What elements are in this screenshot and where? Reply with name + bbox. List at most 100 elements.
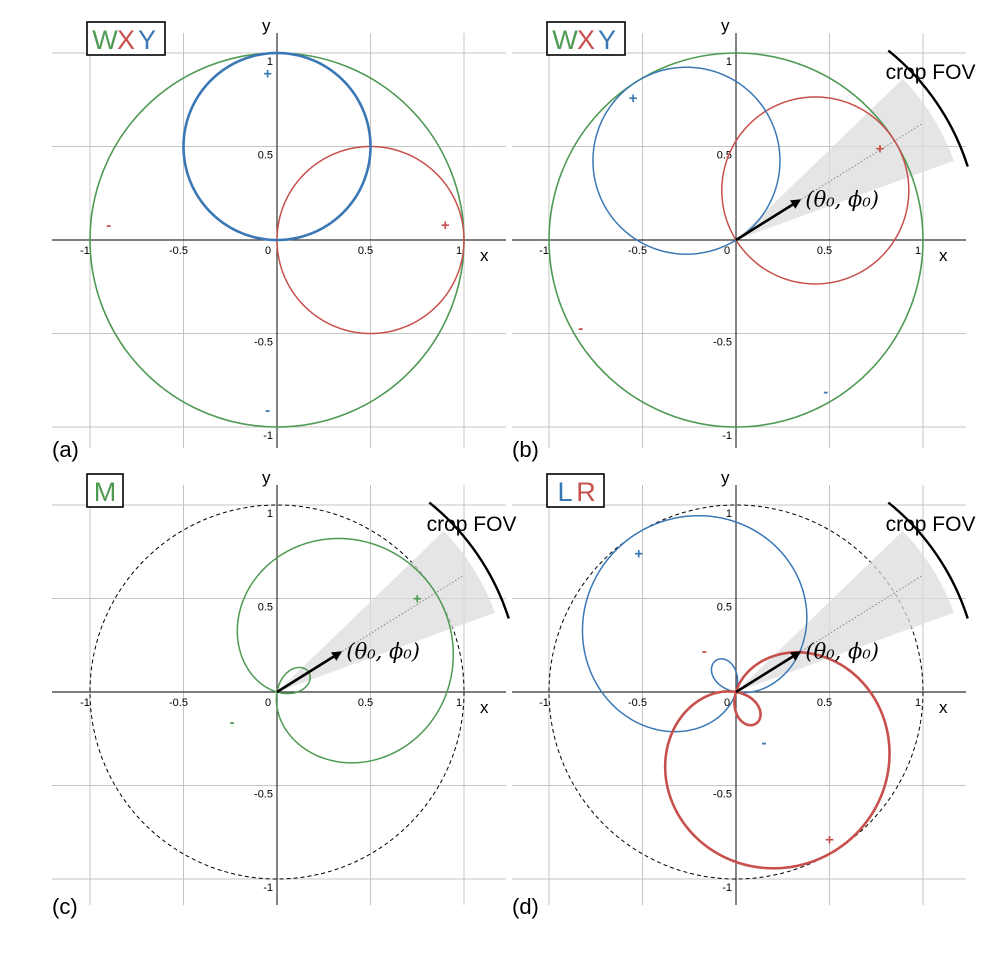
legend-box xyxy=(546,473,605,508)
legend-entry: L xyxy=(557,477,572,507)
figure8-pattern xyxy=(721,96,910,285)
x-tick-label: 1 xyxy=(915,245,921,257)
x-tick-label: -1 xyxy=(539,245,549,257)
y-tick-label: -1 xyxy=(263,882,273,894)
lobe-sign: - xyxy=(106,217,111,234)
y-tick-label: -0.5 xyxy=(713,337,732,349)
y-tick-label: -1 xyxy=(722,882,732,894)
crop-fov-label: crop FOV xyxy=(427,513,517,536)
y-tick-label: 1 xyxy=(726,56,732,68)
x-tick-label: -0.5 xyxy=(169,697,188,709)
lobe-sign: - xyxy=(230,714,235,731)
panel-label: (c) xyxy=(52,894,78,919)
fov-arc xyxy=(887,501,969,619)
supercardioid-pattern xyxy=(663,651,891,870)
legend-entry: X xyxy=(117,25,135,55)
y-tick-label: -1 xyxy=(263,430,273,442)
panel-label: (b) xyxy=(512,437,539,462)
legend-box xyxy=(86,473,124,508)
y-tick-label: -1 xyxy=(722,430,732,442)
x-tick-label: 0 xyxy=(265,245,271,257)
look-direction-label: (θ₀, ϕ₀) xyxy=(805,639,879,663)
supercardioid-pattern xyxy=(236,537,455,764)
x-tick-label: -0.5 xyxy=(628,245,647,257)
y-axis-label: y xyxy=(262,468,271,487)
y-tick-label: 1 xyxy=(267,508,273,520)
x-axis-label: x xyxy=(939,698,948,717)
x-tick-label: 1 xyxy=(456,697,462,709)
lobe-sign: + xyxy=(634,546,643,563)
x-axis-label: x xyxy=(480,246,489,265)
x-tick-label: -1 xyxy=(80,697,90,709)
x-tick-label: 0.5 xyxy=(358,245,373,257)
y-tick-label: 1 xyxy=(267,56,273,68)
panel-label: (a) xyxy=(52,437,79,462)
fov-arc xyxy=(428,501,510,619)
lobe-sign: + xyxy=(629,90,638,107)
legend-entry: Y xyxy=(138,25,156,55)
lobe-sign: - xyxy=(762,734,767,751)
lobe-sign: - xyxy=(823,383,828,400)
x-tick-label: -1 xyxy=(80,245,90,257)
look-direction-label: (θ₀, ϕ₀) xyxy=(346,639,420,663)
fov-arc xyxy=(887,49,969,167)
unit-circle-dashed xyxy=(548,504,924,880)
lobe-sign: + xyxy=(825,832,834,849)
lobe-sign: + xyxy=(413,591,422,608)
x-tick-label: 1 xyxy=(915,697,921,709)
x-tick-label: 0.5 xyxy=(817,697,832,709)
supercardioid-pattern xyxy=(581,514,808,733)
x-tick-label: 1 xyxy=(456,245,462,257)
lobe-sign: + xyxy=(263,66,272,83)
legend-entry: X xyxy=(577,25,595,55)
legend: M xyxy=(86,473,124,508)
x-tick-label: 0 xyxy=(724,245,730,257)
y-tick-label: 0.5 xyxy=(258,150,273,162)
x-axis-label: x xyxy=(939,246,948,265)
y-tick-label: 0.5 xyxy=(258,602,273,614)
look-direction-arrow xyxy=(735,651,802,694)
figure8-pattern xyxy=(592,66,781,255)
figure8-pattern xyxy=(276,145,465,335)
legend-entry: Y xyxy=(598,25,616,55)
x-tick-label: -1 xyxy=(539,697,549,709)
y-axis-label: y xyxy=(721,468,730,487)
legend-box xyxy=(546,21,626,56)
figure8-pattern xyxy=(182,51,372,242)
x-tick-label: 0.5 xyxy=(817,245,832,257)
legend-entry: W xyxy=(92,25,118,55)
omni-pattern xyxy=(548,52,924,428)
crop-fov-label: crop FOV xyxy=(886,513,976,536)
legend-box xyxy=(86,21,166,56)
legend-entry: M xyxy=(94,477,117,507)
x-tick-label: 0 xyxy=(724,697,730,709)
look-direction-arrow xyxy=(735,199,802,242)
x-tick-label: -0.5 xyxy=(169,245,188,257)
legend-entry: R xyxy=(576,477,596,507)
panel-label: (d) xyxy=(512,894,539,919)
x-axis-label: x xyxy=(480,698,489,717)
y-tick-label: -0.5 xyxy=(254,337,273,349)
lobe-sign: - xyxy=(265,402,270,419)
lobe-sign: + xyxy=(441,217,450,234)
look-direction-label: (θ₀, ϕ₀) xyxy=(805,187,879,211)
lobe-sign: - xyxy=(578,320,583,337)
lobe-sign: + xyxy=(876,140,885,157)
y-tick-label: -0.5 xyxy=(713,789,732,801)
y-tick-label: 0.5 xyxy=(717,602,732,614)
y-tick-label: -0.5 xyxy=(254,789,273,801)
legend-entry: W xyxy=(552,25,578,55)
x-tick-label: -0.5 xyxy=(628,697,647,709)
unit-circle-dashed xyxy=(89,504,465,880)
y-axis-label: y xyxy=(262,16,271,35)
x-tick-label: 0.5 xyxy=(358,697,373,709)
crop-fov-label: crop FOV xyxy=(886,61,976,84)
